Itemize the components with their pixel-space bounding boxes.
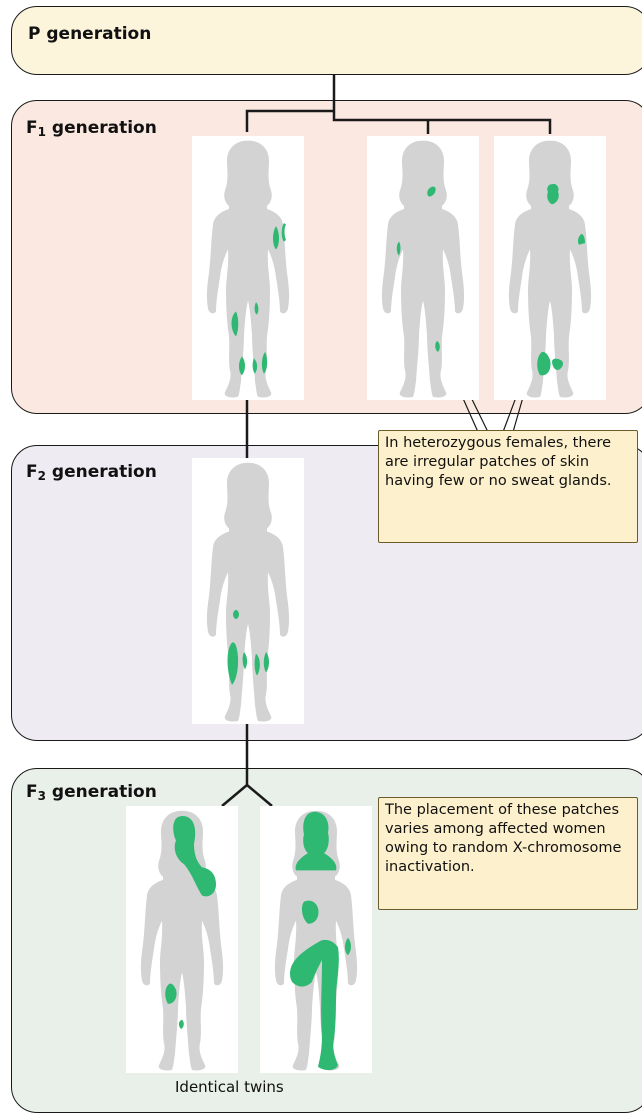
f2-generation-title: F2 generation [26,462,157,483]
f2-woman-figure [192,458,304,724]
f3-title-letter: F [26,782,38,802]
f1-woman-1-figure [192,136,304,400]
p-generation-title: P generation [28,24,151,44]
woman-silhouette-icon [192,136,304,400]
f3-generation-title: F3 generation [26,782,157,803]
f1-title-rest: generation [46,118,157,138]
f1-title-subscript: 1 [38,125,46,139]
f2-title-letter: F [26,462,38,482]
woman-silhouette-icon [260,806,372,1073]
f2-title-subscript: 2 [38,469,46,483]
f1-title-letter: F [26,118,38,138]
f3-title-subscript: 3 [38,789,46,803]
identical-twins-label: Identical twins [175,1078,284,1096]
woman-silhouette-icon [126,806,238,1073]
f1-woman-3-figure [494,136,606,400]
f1-woman-2-figure [367,136,479,400]
placement-callout: The placement of these patches varies am… [378,797,638,910]
woman-silhouette-icon [494,136,606,400]
woman-silhouette-icon [192,458,304,724]
woman-silhouette-icon [367,136,479,400]
f2-title-rest: generation [46,462,157,482]
f3-twin-2-figure [260,806,372,1073]
f3-twin-1-figure [126,806,238,1073]
f1-generation-title: F1 generation [26,118,157,139]
p-generation-panel: P generation [11,6,642,75]
f3-title-rest: generation [46,782,157,802]
heterozygous-callout: In heterozygous females, there are irreg… [378,430,638,543]
